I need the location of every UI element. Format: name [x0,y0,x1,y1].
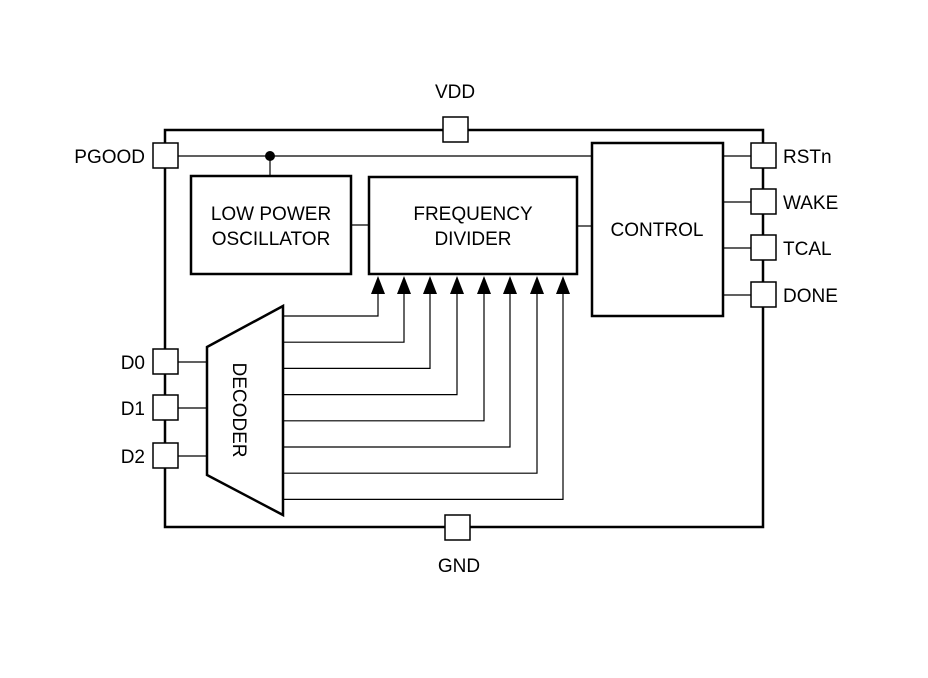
decoder-output-line [283,294,564,500]
arrow-up-icon [423,276,437,294]
d0-label: D0 [121,353,145,374]
decoder-output-line [283,294,511,448]
d0-pin [152,348,179,375]
decoder-output-line [283,294,405,343]
done-pin [750,281,777,308]
decoder-output-line [283,294,458,396]
tcal-label: TCAL [783,239,832,260]
rstn-pin [750,142,777,169]
decoder-output-line [283,294,485,422]
arrow-up-icon [503,276,517,294]
divider-input-arrows [371,276,570,294]
divider-label-line2: DIVIDER [434,229,511,250]
d1-pin [152,394,179,421]
vdd-pin [442,116,469,143]
pgood-label: PGOOD [74,147,145,168]
divider-block [367,175,579,276]
tcal-pin [750,234,777,261]
decoder-output-line [283,294,379,317]
gnd-pin [444,514,471,541]
pgood-pin [152,142,179,169]
decoder-output-lines [283,294,564,500]
done-label: DONE [783,286,838,307]
vdd-label: VDD [435,82,475,103]
divider-label-line1: FREQUENCY [413,204,533,225]
d2-label: D2 [121,447,145,468]
rstn-label: RSTn [783,147,832,168]
oscillator-label-line1: LOW POWER [211,204,331,225]
gnd-label: GND [438,556,480,577]
wake-label: WAKE [783,193,838,214]
decoder-output-line [283,294,538,474]
control-label: CONTROL [611,220,704,241]
arrow-up-icon [477,276,491,294]
d2-pin [152,442,179,469]
arrow-up-icon [450,276,464,294]
arrow-up-icon [371,276,385,294]
wake-pin [750,188,777,215]
arrow-up-icon [397,276,411,294]
oscillator-label-line2: OSCILLATOR [212,229,331,250]
d1-label: D1 [121,399,145,420]
decoder-label: DECODER [228,362,249,457]
oscillator-block [189,174,353,276]
decoder-output-line [283,294,431,369]
control-block [590,141,725,318]
decoder-block [205,303,285,518]
arrow-up-icon [556,276,570,294]
arrow-up-icon [530,276,544,294]
